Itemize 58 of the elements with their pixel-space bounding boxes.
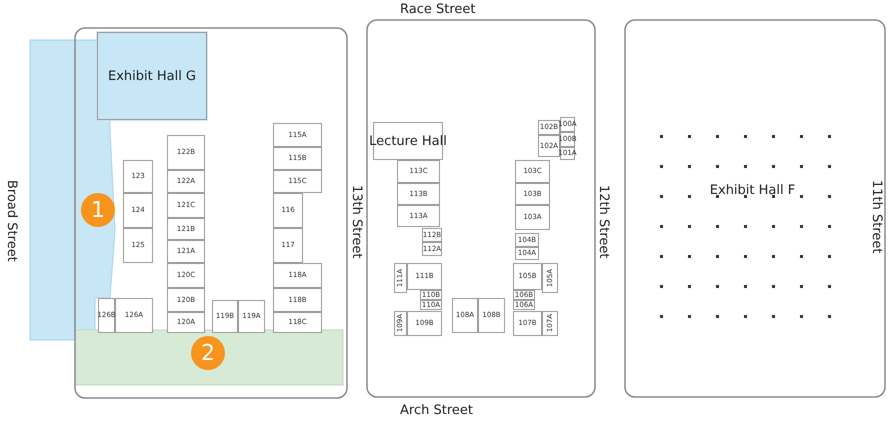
room-area	[167, 288, 205, 312]
room-area	[115, 298, 153, 333]
hall-name: Exhibit Hall F	[710, 184, 796, 196]
room-area	[422, 242, 442, 256]
room-area	[515, 160, 550, 183]
room-area	[478, 298, 505, 333]
room-area	[542, 263, 558, 293]
room-area	[515, 233, 539, 247]
room-area	[394, 311, 407, 336]
street-name: 11th Street	[869, 180, 884, 254]
hall-name: Lecture Hall	[369, 134, 447, 148]
room-area	[167, 263, 205, 288]
room-area	[397, 160, 440, 183]
street-name: 12th Street	[596, 185, 611, 259]
room-area	[542, 311, 558, 336]
hall-name: Exhibit Hall G	[108, 70, 196, 82]
room-area	[273, 193, 303, 228]
room-area	[167, 240, 205, 263]
room-area	[273, 228, 303, 263]
room-area	[123, 160, 153, 193]
room-area	[98, 298, 115, 333]
room-area	[515, 183, 550, 205]
street-name: Race Street	[400, 2, 476, 17]
room-area	[560, 147, 575, 160]
room-area	[167, 312, 205, 333]
street-name: Broad Street	[4, 180, 19, 262]
hall-area	[97, 32, 207, 120]
room-area	[515, 205, 550, 230]
room-area	[167, 135, 205, 170]
room-area	[273, 263, 322, 288]
room-area	[513, 263, 542, 290]
room-area	[515, 247, 539, 260]
room-area	[273, 147, 322, 170]
room-area	[452, 298, 478, 333]
room-area	[397, 183, 440, 205]
room-area	[513, 311, 542, 336]
room-area	[167, 218, 205, 240]
room-area	[167, 170, 205, 193]
room-area	[397, 205, 440, 227]
room-area	[273, 170, 322, 193]
room-area	[212, 300, 238, 333]
room-area	[422, 228, 442, 242]
room-area	[273, 312, 322, 333]
room-area	[123, 228, 153, 263]
room-area	[273, 288, 322, 312]
room-area	[538, 135, 560, 157]
room-area	[273, 123, 322, 147]
room-area	[394, 263, 407, 293]
room-area	[407, 311, 442, 336]
room-area	[560, 117, 575, 132]
room-area	[123, 193, 153, 228]
room-area	[560, 132, 575, 147]
room-area	[167, 193, 205, 218]
room-area	[238, 300, 265, 333]
room-area	[407, 263, 442, 290]
street-name: Arch Street	[400, 403, 473, 418]
street-name: 13th Street	[349, 185, 364, 259]
room-area	[538, 120, 560, 135]
